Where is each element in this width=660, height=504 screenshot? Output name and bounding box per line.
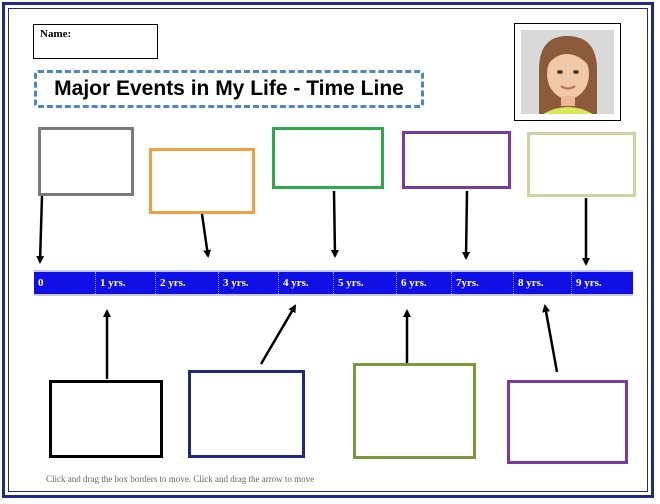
event-box-top-5[interactable]: [527, 132, 636, 197]
name-label: Name:: [40, 28, 72, 40]
arrow-top-1[interactable]: [36, 195, 45, 264]
arrow-top-2[interactable]: [200, 213, 212, 258]
event-box-bottom-3[interactable]: [353, 363, 476, 459]
timeline-bar: 0 1 yrs. 2 yrs. 3 yrs. 4 yrs. 5 yrs. 6 y…: [34, 270, 633, 296]
event-box-top-3[interactable]: [272, 127, 384, 189]
student-photo: [514, 23, 621, 121]
event-box-bottom-1[interactable]: [49, 380, 163, 458]
timeline-tick-6: 6 yrs.: [397, 272, 452, 294]
page-border-inner: [8, 8, 648, 492]
event-box-top-4[interactable]: [402, 131, 511, 189]
event-box-bottom-4[interactable]: [507, 380, 628, 464]
page-title: Major Events in My Life - Time Line: [54, 77, 404, 100]
timeline-tick-7: 7yrs.: [452, 272, 514, 294]
instructions-text: Click and drag the box borders to move. …: [46, 474, 315, 484]
event-box-top-2[interactable]: [149, 148, 255, 214]
portrait-image: [521, 30, 614, 114]
arrow-top-4[interactable]: [462, 190, 471, 260]
timeline-tick-8: 8 yrs.: [514, 272, 572, 294]
arrow-bottom-2[interactable]: [259, 304, 297, 365]
title-box[interactable]: Major Events in My Life - Time Line: [34, 70, 424, 108]
event-box-top-1[interactable]: [38, 127, 134, 196]
name-field[interactable]: Name:: [33, 24, 158, 59]
event-box-bottom-2[interactable]: [188, 370, 305, 458]
timeline-tick-1: 1 yrs.: [96, 272, 156, 294]
timeline-tick-3: 3 yrs.: [219, 272, 279, 294]
arrow-bottom-4[interactable]: [542, 304, 559, 373]
timeline-tick-5: 5 yrs.: [334, 272, 397, 294]
timeline-tick-2: 2 yrs.: [156, 272, 219, 294]
timeline-tick-4: 4 yrs.: [279, 272, 334, 294]
timeline-tick-9: 9 yrs.: [576, 277, 602, 289]
page-border-outer: [2, 2, 654, 498]
arrow-top-3[interactable]: [330, 190, 339, 258]
timeline-tick-0: 0: [34, 272, 96, 294]
